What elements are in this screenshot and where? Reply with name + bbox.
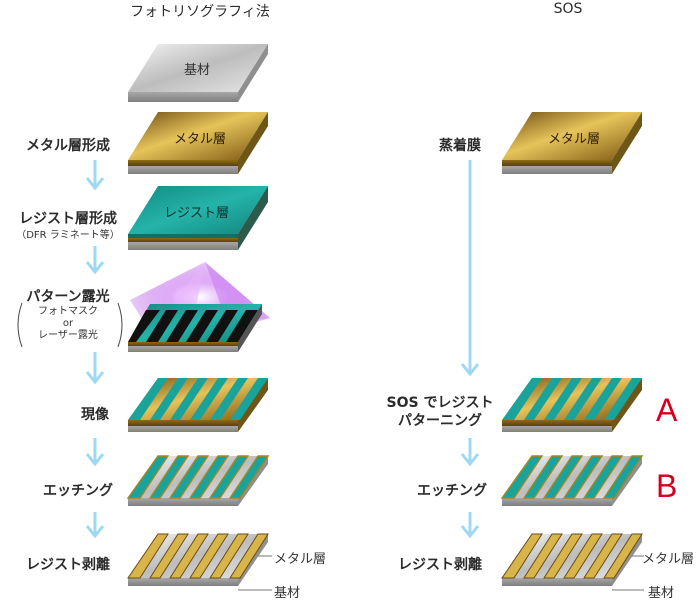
header-sos: SOS	[553, 1, 583, 17]
slab-sos-etched	[500, 455, 644, 506]
slab-sos-metal	[502, 112, 642, 174]
step-exposure-note-3: レーザー露光	[38, 330, 98, 341]
marker-b: B	[656, 468, 678, 504]
label-substrate: 基材	[184, 63, 211, 78]
slab-developed	[128, 378, 268, 432]
note-parentheses	[17, 302, 123, 348]
callout-substrate-right: 基材	[648, 586, 675, 601]
step-etching: エッチング	[43, 483, 113, 499]
step-metal-formation: メタル層形成	[26, 138, 110, 154]
slab-metal	[128, 112, 268, 174]
step-resist-note: （DFR ラミネート等）	[16, 230, 120, 241]
slab-sos-stripped	[501, 533, 644, 591]
callout-metal-right: メタル層	[642, 552, 695, 567]
step-exposure-note-1: フォトマスク	[38, 306, 98, 317]
label-sos-metal: メタル層	[548, 132, 601, 147]
step-develop: 現像	[81, 407, 109, 423]
label-resist: レジスト層	[164, 206, 230, 221]
step-resist-formation: レジスト層形成	[19, 211, 117, 227]
slab-resist	[128, 186, 268, 250]
callout-substrate-left: 基材	[274, 586, 301, 601]
marker-a: A	[656, 392, 678, 428]
slab-stripped	[127, 533, 272, 591]
header-photolithography: フォトリソグラフィ法	[130, 4, 270, 20]
slab-exposure	[128, 262, 270, 352]
right-arrows	[460, 160, 480, 539]
left-arrows	[85, 160, 105, 539]
step-sos-patterning-1: SOS でレジスト	[386, 395, 494, 411]
step-sos-resist-strip: レジスト剥離	[398, 557, 482, 573]
step-sos-etching: エッチング	[417, 483, 487, 499]
step-pattern-exposure: パターン露光	[26, 289, 110, 305]
slab-substrate	[128, 44, 268, 102]
step-vapor-film: 蒸着膜	[439, 138, 481, 154]
slab-sos-patterned	[502, 378, 642, 432]
label-metal: メタル層	[174, 132, 227, 147]
slab-etched	[126, 455, 270, 506]
step-sos-patterning-2: パターニング	[398, 413, 482, 429]
callout-metal-left: メタル層	[274, 552, 327, 567]
step-exposure-note-2: or	[62, 318, 74, 329]
step-resist-strip: レジスト剥離	[26, 557, 110, 573]
